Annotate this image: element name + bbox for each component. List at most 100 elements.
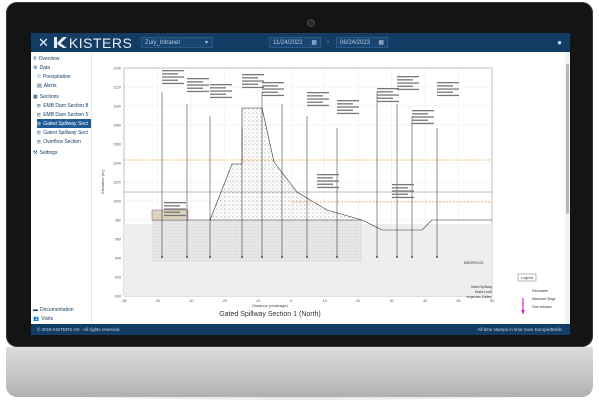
diagram-title: Gated Spillway Section 1 (North) [219,311,321,318]
x-tick-label: -40 [155,299,160,303]
x-tick-label: 40 [423,299,427,303]
annotation-text-line [164,214,186,217]
chart-icon: ⊵ [37,102,42,109]
calendar-icon[interactable]: ▦ [378,40,384,46]
annotation-text-line [262,91,278,93]
y-tick-label: 980 [115,218,121,222]
bedrock-label: BEDROCK [464,260,484,265]
y-tick-label: 1060 [113,142,121,146]
sidebar-item-data[interactable]: ⚙ Data [33,63,89,72]
y-axis-title: Elevation (m) [100,170,105,194]
sidebar-item-documentation[interactable]: ▬ Documentation [33,305,89,314]
doc-icon: ▬ [33,306,38,313]
legend-item: Flow Indicator [532,305,553,309]
sidebar-item-label: EMB Dam Section 8 [43,102,89,109]
annotation-text-line [242,83,258,85]
calendar-icon[interactable]: ▦ [311,40,317,46]
annotation-text-line [437,94,459,97]
sidebar-item-label: Overview [38,55,60,62]
date-from-input[interactable]: 11/24/2022 ▦ [269,37,321,48]
instrument-tip [411,256,413,258]
x-axis-title: Distance (chainage) [252,303,288,308]
rain-icon: ⛆ [37,73,42,80]
sidebar-item-visits[interactable]: 👥 Visits [33,314,89,323]
annotation-text-line [210,87,226,89]
sidebar-item-overview[interactable]: ⚲ Overview [33,54,89,63]
annotation-text-line [317,180,339,182]
legend-item: Measured Stage [532,297,556,301]
date-to-input[interactable]: 06/24/2023 ▦ [336,37,388,48]
annotation-text-line [392,190,414,192]
sidebar-item-alerts[interactable]: ▤ Alerts [37,81,89,90]
chart-icon: ⊵ [37,138,42,145]
y-tick-label: 1100 [113,104,121,108]
sidebar-item-label: Settings [39,149,58,156]
annotation-text-line [397,76,419,78]
instrument-tip [241,256,243,258]
annotation-text-line [187,90,209,93]
annotation-text-line [262,85,278,87]
annotation-text-line [317,186,339,189]
annotation-text-line [377,88,399,90]
chevron-down-icon: ▾ [204,40,208,46]
timezone-text: All time stamps in time zone Europe/Berl… [477,327,562,332]
vertical-scrollbar[interactable] [565,52,570,324]
annotation-text-line [262,94,284,97]
annotation-text-line [397,82,419,84]
annotation-text-line [377,94,399,96]
annotation-text-line [317,177,333,179]
sidebar-item-sections[interactable]: ▦ Sections [33,92,89,101]
chart-icon: ⊵ [37,111,42,118]
annotation-text-line [412,116,434,118]
sidebar-item-overflow[interactable]: ⊵ Overflow Section [37,137,89,146]
x-tick-label: -10 [255,299,260,303]
annotation-text-line [412,119,428,121]
sidebar-item-label: Alerts [43,82,57,89]
sidebar-item-label: Overflow Section [43,138,81,145]
annotation-text-line [377,100,399,103]
annotation-text-line [392,193,408,195]
y-tick-label: 920 [115,275,121,279]
annotation-text-line [397,88,419,91]
sidebar-item-settings[interactable]: ⚒ Settings [33,148,89,157]
annotation-text-line [187,81,203,83]
annotation-text-line [187,87,203,89]
scrollbar-thumb[interactable] [566,64,569,214]
annotation-text-line [437,85,453,87]
spillway-section-diagram[interactable]: 1140112011001080106010401020100098096094… [92,52,570,324]
sidebar-item-precipitation[interactable]: ⛆ Precipitation [37,72,89,81]
sidebar-item-label: Sections [39,93,59,100]
legend-item: Piezometer [532,289,549,293]
sidebar-item-gated-spillway-1[interactable]: ⊵ Gated Spillway Sect [37,119,91,128]
sidebar-item-label: Gated Spillway Sect [43,120,88,127]
sidebar-item-emb-dam-8[interactable]: ⊵ EMB Dam Section 8 [37,101,89,110]
chart-icon: ⊵ [37,120,42,127]
layers-icon: ▦ [33,93,38,100]
brand-logo[interactable]: ✕ KISTERS [38,34,132,51]
annotation-label: Gated Spillway [471,285,493,289]
annotation-text-line [412,113,428,115]
instrument-tip [186,256,188,258]
user-icon[interactable]: ● [557,38,562,47]
legend-box [517,273,537,282]
annotation-text-line [437,82,459,84]
monitor-chin [6,347,593,397]
gear-icon: ⚙ [33,64,38,71]
menu-close-icon[interactable]: ✕ [38,35,49,50]
station-select[interactable]: Zuiy_Intranet ▾ [141,37,213,48]
sidebar-item-emb-dam-5[interactable]: ⊵ EMB Dam Section 5 [37,110,89,119]
annotation-text-line [210,84,232,86]
instrument-tip [281,256,283,258]
instrument-tip [436,256,438,258]
instrument-tip [336,256,338,258]
x-tick-label: -30 [188,299,193,303]
annotation-text-line [317,183,333,185]
y-axis-ticks: 1140112011001080106010401020100098096094… [113,66,121,298]
date-range-separator: - [327,39,330,46]
sidebar-item-label: Data [39,64,51,71]
sidebar-item-gated-spillway-2[interactable]: ⊵ Gated Spillway Sect [37,128,89,137]
map-pin-icon: ⚲ [33,55,37,62]
x-tick-label: 50 [457,299,461,303]
